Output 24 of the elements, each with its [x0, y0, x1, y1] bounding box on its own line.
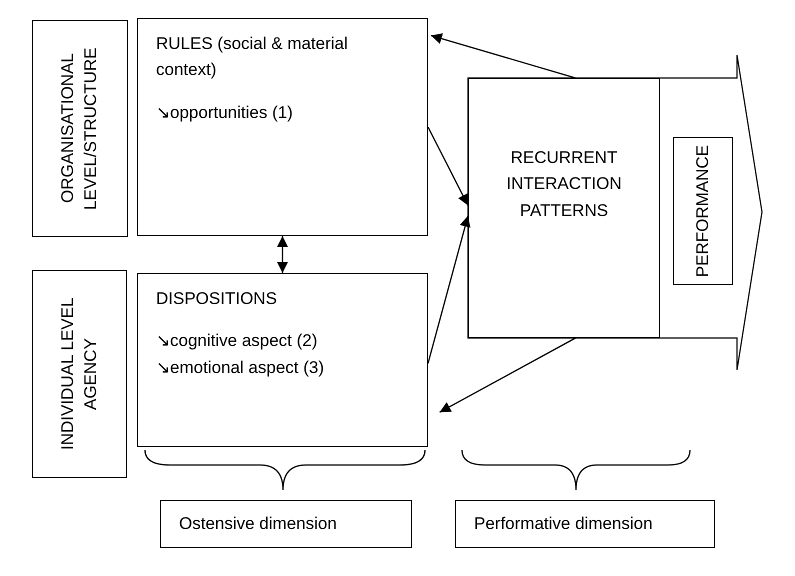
dimension-label: Performative dimension	[474, 513, 653, 536]
dimension-label: Ostensive dimension	[179, 513, 337, 536]
text-box	[32, 270, 127, 478]
text-box	[673, 137, 733, 285]
text-box	[137, 273, 428, 447]
arrow	[427, 126, 469, 206]
box-heading: DISPOSITIONS	[156, 288, 278, 310]
text-box	[137, 18, 428, 236]
vertical-label: PERFORMANCE	[692, 144, 713, 278]
box-title: RECURRENT INTERACTION PATTERNS	[505, 147, 623, 222]
arrow	[427, 216, 470, 364]
text-box	[468, 78, 660, 338]
vertical-label: INDIVIDUAL LEVEL AGENCY	[56, 296, 100, 452]
bullet-text: ↘cognitive aspect (2)	[156, 330, 318, 352]
arrow	[439, 337, 576, 413]
box-heading: RULES (social & material context)	[156, 33, 349, 82]
text-box	[455, 500, 715, 548]
text-box	[160, 500, 412, 548]
arrow	[277, 236, 288, 273]
bullet-text: ↘emotional aspect (3)	[156, 356, 326, 379]
bullet-text: ↘opportunities (1)	[156, 102, 294, 124]
vertical-label: ORGANISATIONAL LEVEL/STRUCTURE	[57, 46, 101, 212]
arrow	[430, 33, 576, 79]
text-box	[32, 20, 128, 237]
